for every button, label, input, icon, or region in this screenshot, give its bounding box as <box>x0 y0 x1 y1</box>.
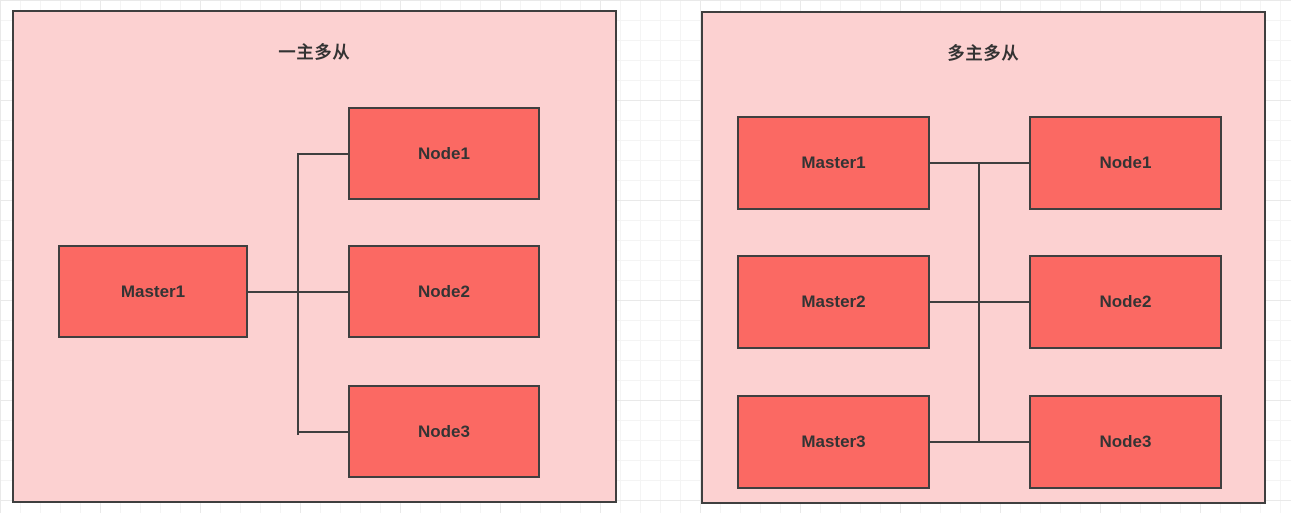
master1-box[interactable]: Master1 <box>737 116 930 210</box>
node1-box[interactable]: Node1 <box>348 107 540 200</box>
panel-title: 一主多从 <box>278 43 351 62</box>
master3-label: Master3 <box>801 432 866 451</box>
panel-one-master-multi-slave[interactable]: 一主多从 Master1 Node1 Node2 Node3 <box>12 10 617 503</box>
master2-label: Master2 <box>801 292 866 311</box>
panel-multi-master-multi-slave[interactable]: 多主多从 Master1 Master2 Master3 Node1 Node2… <box>701 11 1266 504</box>
node1-label: Node1 <box>418 143 470 163</box>
master2-box[interactable]: Master2 <box>737 255 930 349</box>
node3-box[interactable]: Node3 <box>1029 395 1222 489</box>
master3-box[interactable]: Master3 <box>737 395 930 489</box>
connector-vertical-branch[interactable] <box>297 153 299 435</box>
node3-label: Node3 <box>418 421 470 441</box>
master1-label: Master1 <box>120 281 186 301</box>
connector-branch-node3[interactable] <box>299 431 348 433</box>
node2-box[interactable]: Node2 <box>348 245 540 338</box>
node1-box[interactable]: Node1 <box>1029 116 1222 210</box>
node2-label: Node2 <box>418 281 470 301</box>
node3-label: Node3 <box>1099 432 1152 451</box>
master1-box[interactable]: Master1 <box>58 245 248 338</box>
node2-label: Node2 <box>1099 292 1152 311</box>
panel-title: 多主多从 <box>947 44 1020 63</box>
master1-label: Master1 <box>801 153 866 172</box>
node3-box[interactable]: Node3 <box>348 385 540 478</box>
connector-vertical-bus[interactable] <box>978 162 980 443</box>
node2-box[interactable]: Node2 <box>1029 255 1222 349</box>
node1-label: Node1 <box>1099 153 1152 172</box>
connector-branch-node1[interactable] <box>299 153 348 155</box>
